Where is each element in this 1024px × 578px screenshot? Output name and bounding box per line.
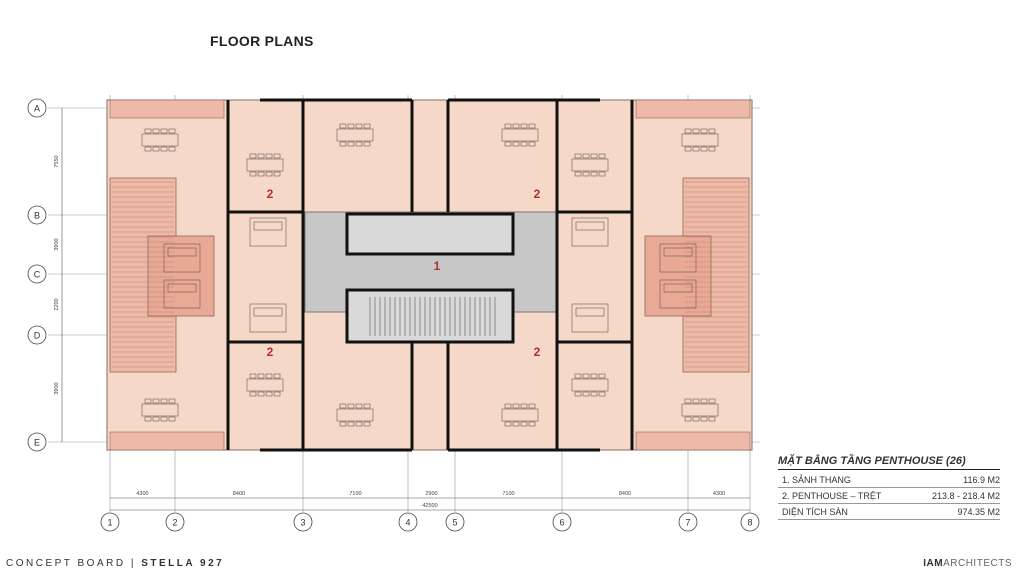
- svg-text:4: 4: [405, 518, 410, 528]
- svg-text:B: B: [34, 211, 40, 221]
- grid-markers: A B C D E 1 2 3 4 5 6 7 8: [27, 98, 760, 532]
- row-dimension: 3900: [54, 238, 60, 250]
- svg-text:5: 5: [452, 518, 457, 528]
- footer-board-label: CONCEPT BOARD |: [6, 558, 136, 569]
- total-dimension: 42500: [422, 503, 437, 509]
- room-labels: 1 2 2 2 2: [267, 187, 541, 359]
- svg-text:C: C: [34, 270, 41, 280]
- col-dimension: 2900: [425, 491, 437, 497]
- area-legend: MẶT BẰNG TẦNG PENTHOUSE (26) 1. SẢNH THA…: [778, 455, 1000, 520]
- legend-heading: MẶT BẰNG TẦNG PENTHOUSE (26): [778, 455, 1000, 470]
- room-label-apt-br: 2: [534, 345, 541, 359]
- legend-row-label: DIỆN TÍCH SÀN: [782, 507, 848, 517]
- core-lobby: [304, 211, 557, 344]
- col-dimension: 7100: [502, 491, 514, 497]
- svg-text:2: 2: [172, 518, 177, 528]
- col-dimension: 7100: [349, 491, 361, 497]
- svg-text:E: E: [34, 438, 40, 448]
- svg-text:6: 6: [559, 518, 564, 528]
- legend-row-value: 974.35 M2: [957, 507, 1000, 517]
- col-marker: 3: [293, 512, 313, 532]
- row-dimension: 2200: [54, 298, 60, 310]
- svg-text:3: 3: [300, 518, 305, 528]
- svg-text:7: 7: [685, 518, 690, 528]
- legend-row-label: 2. PENTHOUSE – TRỆT: [782, 491, 882, 501]
- svg-text:D: D: [34, 331, 41, 341]
- room-label-apt-tl: 2: [267, 187, 274, 201]
- brand-iam: IAM: [923, 558, 944, 569]
- col-dimension: 4300: [136, 491, 148, 497]
- legend-row-value: 116.9 M2: [963, 475, 1000, 485]
- footer-project-name: STELLA 927: [141, 558, 225, 569]
- col-dimension: 8400: [233, 491, 245, 497]
- row-marker: A: [27, 98, 47, 118]
- footer-brand: IAMARCHITECTS: [923, 558, 1012, 569]
- col-dimension: 4300: [713, 491, 725, 497]
- col-marker: 5: [445, 512, 465, 532]
- legend-row-label: 1. SẢNH THANG: [782, 475, 851, 485]
- room-label-lobby: 1: [434, 259, 441, 273]
- row-marker: C: [27, 264, 47, 284]
- legend-row: 2. PENTHOUSE – TRỆT 213.8 - 218.4 M2: [778, 488, 1000, 504]
- row-marker: B: [27, 205, 47, 225]
- legend-row: 1. SẢNH THANG 116.9 M2: [778, 472, 1000, 488]
- svg-text:8: 8: [747, 518, 752, 528]
- row-dimension: 7250: [0, 0, 6, 2]
- row-marker: D: [27, 325, 47, 345]
- row-dimension: 7550: [54, 155, 60, 167]
- legend-row: DIỆN TÍCH SÀN 974.35 M2: [778, 504, 1000, 520]
- col-marker: 4: [398, 512, 418, 532]
- col-marker: 1: [100, 512, 120, 532]
- room-label-apt-tr: 2: [534, 187, 541, 201]
- row-marker: E: [27, 432, 47, 452]
- svg-text:A: A: [34, 104, 40, 114]
- row-dimension: 3900: [54, 382, 60, 394]
- legend-row-value: 213.8 - 218.4 M2: [931, 491, 1000, 501]
- furniture-symbols: [141, 123, 719, 427]
- col-marker: 6: [552, 512, 572, 532]
- col-marker: 8: [740, 512, 760, 532]
- svg-text:1: 1: [107, 518, 112, 528]
- col-marker: 7: [678, 512, 698, 532]
- page-title: FLOOR PLANS: [210, 33, 314, 49]
- brand-architects: ARCHITECTS: [943, 558, 1012, 569]
- dimension-chain: 4300 8400 7100 2900 7100 8400 4300 42500 7550 390…: [0, 0, 750, 511]
- room-label-apt-bl: 2: [267, 345, 274, 359]
- col-dimension: 8400: [619, 491, 631, 497]
- col-marker: 2: [165, 512, 185, 532]
- footer-project: CONCEPT BOARD | STELLA 927: [6, 558, 224, 569]
- interior-walls: [226, 98, 634, 452]
